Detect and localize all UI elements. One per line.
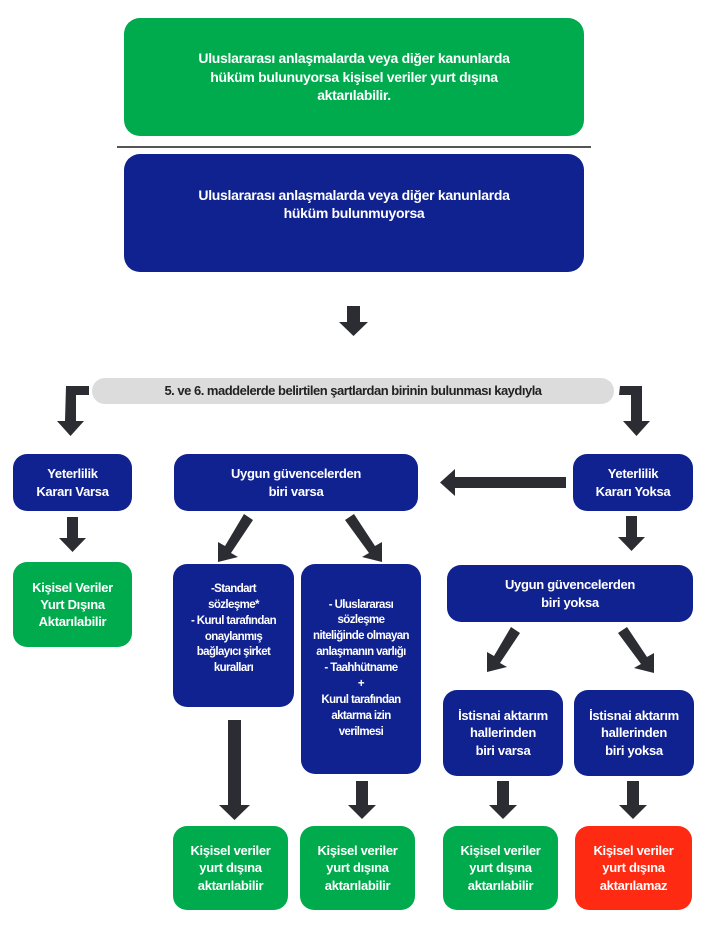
box-outcome-option-a-transfer-allowed: Kişisel veriler yurt dışına aktarılabili… xyxy=(173,826,288,910)
arrow-down-adequacy-outcome xyxy=(59,517,86,552)
arrow-diagonal-to-exception-yes xyxy=(487,627,520,672)
arrow-down-to-safeguards-absent xyxy=(618,516,645,551)
arrow-down-exception-no-outcome xyxy=(619,781,647,819)
box-safeguard-option-undertaking: - Uluslararası sözleşme niteliğinde olma… xyxy=(301,564,421,774)
box-outcome-option-b-transfer-allowed: Kişisel veriler yurt dışına aktarılabili… xyxy=(300,826,415,910)
arrow-down-main xyxy=(339,306,368,336)
arrow-down-option-a-outcome xyxy=(219,720,250,820)
box-safeguards-exist: Uygun güvencelerden biri varsa xyxy=(174,454,418,511)
box-treaty-provision-absent: Uluslararası anlaşmalarda veya diğer kan… xyxy=(124,154,584,272)
box-treaty-provision-exists: Uluslararası anlaşmalarda veya diğer kan… xyxy=(124,18,584,136)
box-safeguard-option-standard-contract: -Standart sözleşme* - Kurul tarafından o… xyxy=(173,564,294,707)
box-outcome-transfer-prohibited: Kişisel veriler yurt dışına aktarılamaz xyxy=(575,826,692,910)
box-exception-exists: İstisnai aktarım hallerinden biri varsa xyxy=(443,690,563,776)
arrow-elbow-left xyxy=(57,386,89,436)
box-adequacy-decision-exists: Yeterlilik Kararı Varsa xyxy=(13,454,132,511)
box-outcome-exception-transfer-allowed: Kişisel veriler yurt dışına aktarılabili… xyxy=(443,826,558,910)
box-safeguards-absent: Uygun güvencelerden biri yoksa xyxy=(447,565,693,622)
condition-pill: 5. ve 6. maddelerde belirtilen şartlarda… xyxy=(92,378,614,404)
box-adequacy-decision-absent: Yeterlilik Kararı Yoksa xyxy=(573,454,693,511)
arrow-diagonal-to-option-b xyxy=(345,514,382,562)
arrow-elbow-right xyxy=(619,386,650,436)
arrow-diagonal-to-exception-no xyxy=(618,627,654,673)
arrow-diagonal-to-option-a xyxy=(218,514,253,562)
arrow-left-to-safeguards xyxy=(440,469,566,496)
box-outcome-adequacy-transfer-allowed: Kişisel Veriler Yurt Dışına Aktarılabili… xyxy=(13,562,132,647)
divider-line xyxy=(117,146,591,148)
box-exception-absent: İstisnai aktarım hallerinden biri yoksa xyxy=(574,690,694,776)
arrow-down-option-b-outcome xyxy=(348,781,376,819)
arrow-down-exception-yes-outcome xyxy=(489,781,517,819)
